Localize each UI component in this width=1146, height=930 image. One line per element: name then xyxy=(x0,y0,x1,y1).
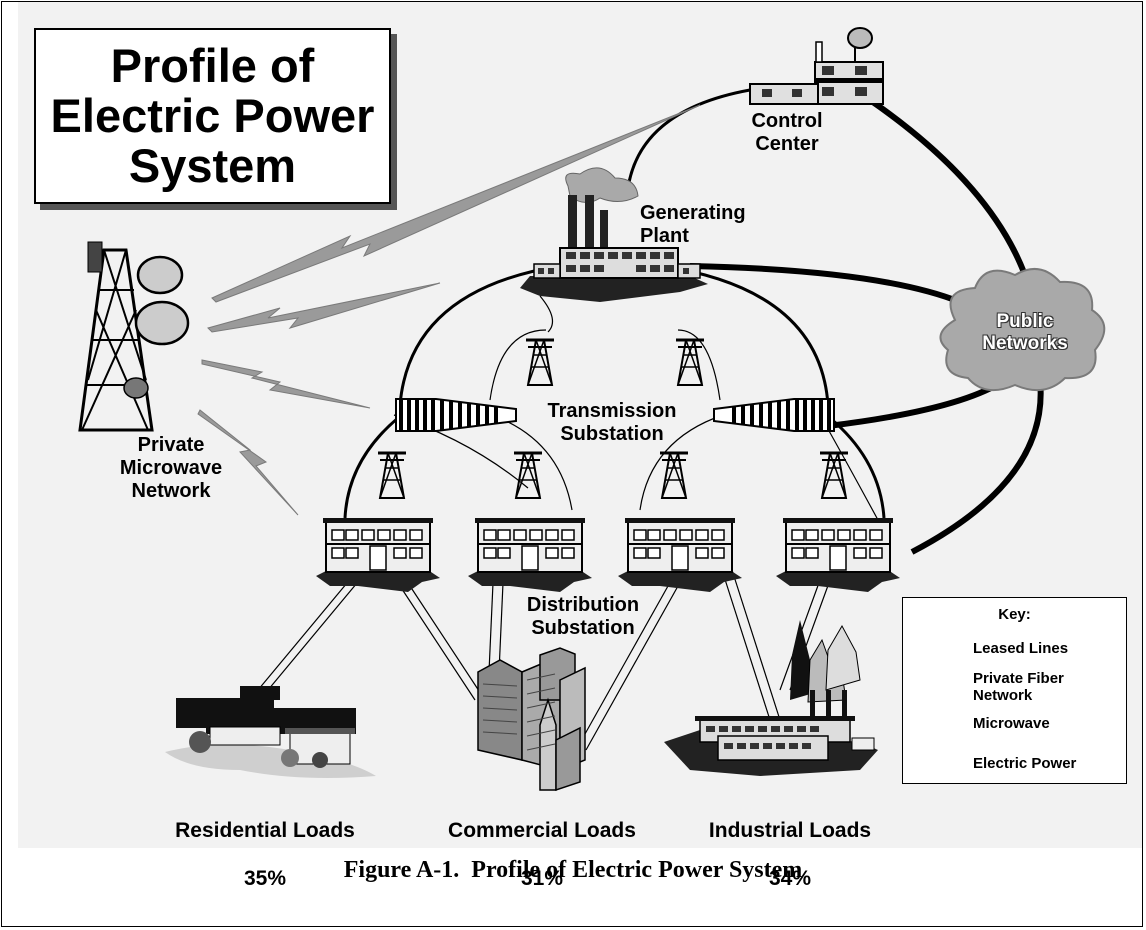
industrial-loads-label: Industrial Loads 34% xyxy=(670,795,910,915)
distribution-substation-label: Distribution Substation xyxy=(526,594,640,639)
control-center-building xyxy=(749,27,884,105)
leased-lines xyxy=(689,97,1044,555)
commercial-loads-name: Commercial Loads xyxy=(448,819,636,842)
residential-loads-name: Residential Loads xyxy=(175,819,355,842)
key-title: Key: xyxy=(998,606,1031,623)
residential-loads-percent: 35% xyxy=(243,867,287,890)
generating-plant-building xyxy=(520,167,708,302)
figure-caption: Figure A-1. Profile of Electric Power Sy… xyxy=(343,857,803,883)
control-center-label: Control Center xyxy=(751,110,823,155)
key-item-private-fiber: Private Fiber Network xyxy=(973,670,1064,704)
public-networks-cloud xyxy=(939,267,1106,392)
industrial-loads-name: Industrial Loads xyxy=(708,819,872,842)
industrial-loads-percent: 34% xyxy=(768,867,812,890)
diagram-title: Profile of Electric Power System xyxy=(50,39,375,192)
microwave-links xyxy=(197,104,701,516)
key-item-leased-lines: Leased Lines xyxy=(973,640,1069,657)
public-networks-label: Public Networks xyxy=(982,311,1068,354)
commercial-loads-percent: 31% xyxy=(520,867,564,890)
generating-plant-label: Generating Plant xyxy=(640,202,746,247)
diagram-title-box: Profile of Electric Power System xyxy=(34,28,391,204)
residential-buildings xyxy=(165,686,376,778)
transmission-substation-label: Transmission Substation xyxy=(547,400,677,445)
commercial-buildings xyxy=(477,647,586,792)
key-item-electric-power: Electric Power xyxy=(973,755,1077,772)
residential-loads-label: Residential Loads 35% xyxy=(130,795,400,915)
distribution-substations xyxy=(315,517,901,593)
key-legend: Key: Leased Lines Private Fiber Network … xyxy=(902,597,1127,784)
electric-power-lines xyxy=(257,295,879,751)
key-item-microwave: Microwave xyxy=(973,715,1050,732)
private-microwave-network-label: Private Microwave Network xyxy=(119,434,223,502)
industrial-buildings xyxy=(664,620,878,776)
microwave-tower xyxy=(78,241,190,432)
commercial-loads-label: Commercial Loads 31% xyxy=(404,795,680,915)
